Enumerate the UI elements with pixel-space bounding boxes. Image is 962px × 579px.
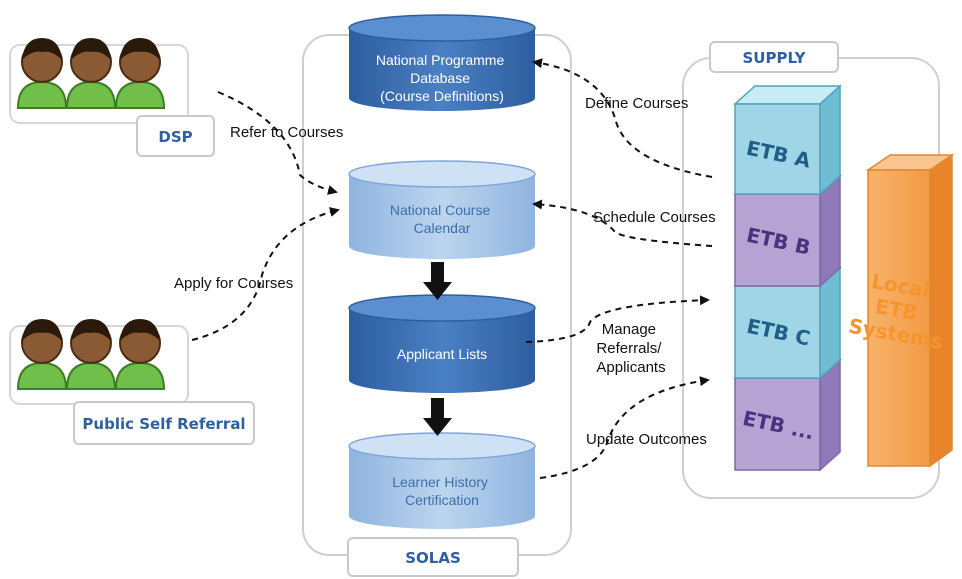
learner-history-certification-label: Learner History Certification: [392, 474, 492, 508]
person-icon: [16, 319, 68, 390]
apply-for-courses-label: Apply for Courses: [174, 275, 293, 292]
applicant-lists: Applicant Lists: [348, 294, 536, 393]
etb-a-block: ETB A: [733, 84, 842, 196]
supply-label-box: SUPPLY: [709, 41, 839, 73]
dsp-label-box: DSP: [136, 115, 215, 157]
dsp-label: DSP: [158, 128, 192, 146]
national-programme-database-label: National Programme Database (Course Defi…: [376, 52, 508, 104]
person-icon: [65, 319, 117, 390]
define-courses-arrow: [532, 58, 713, 178]
schedule-courses-arrow: [532, 199, 713, 247]
local-etb-systems-box: Local ETB Systems: [847, 153, 955, 468]
supply-label: SUPPLY: [742, 49, 806, 67]
public-label: Public Self Referral: [82, 415, 245, 433]
national-course-calendar-label: National Course Calendar: [390, 202, 494, 236]
national-course-calendar: National Course Calendar: [348, 160, 536, 259]
down-arrow-icon: [423, 262, 452, 300]
etb-more-block: ETB ...: [733, 358, 842, 472]
learner-history-certification: Learner History Certification: [348, 432, 536, 529]
schedule-courses-label: Schedule Courses: [593, 209, 716, 226]
down-arrow-icon: [423, 398, 452, 436]
public-label-box: Public Self Referral: [73, 401, 255, 445]
person-icon: [16, 38, 68, 109]
dsp-people-icons: [16, 38, 166, 109]
apply-for-courses-arrow: [191, 207, 340, 341]
applicant-lists-label: Applicant Lists: [397, 346, 487, 362]
update-outcomes-arrow: [539, 376, 710, 479]
refer-to-courses-arrow: [217, 91, 338, 195]
solas-label: SOLAS: [405, 549, 461, 567]
solas-label-box: SOLAS: [347, 537, 519, 577]
define-courses-label: Define Courses: [585, 95, 688, 112]
person-icon: [65, 38, 117, 109]
update-outcomes-label: Update Outcomes: [586, 431, 707, 448]
person-icon: [114, 38, 166, 109]
manage-referrals-arrow: [525, 295, 710, 343]
manage-referrals-applicants-label: Manage Referrals/ Applicants: [596, 321, 665, 376]
refer-to-courses-label: Refer to Courses: [230, 124, 343, 141]
public-people-icons: [16, 319, 166, 390]
national-programme-database: National Programme Database (Course Defi…: [348, 14, 536, 111]
person-icon: [114, 319, 166, 390]
